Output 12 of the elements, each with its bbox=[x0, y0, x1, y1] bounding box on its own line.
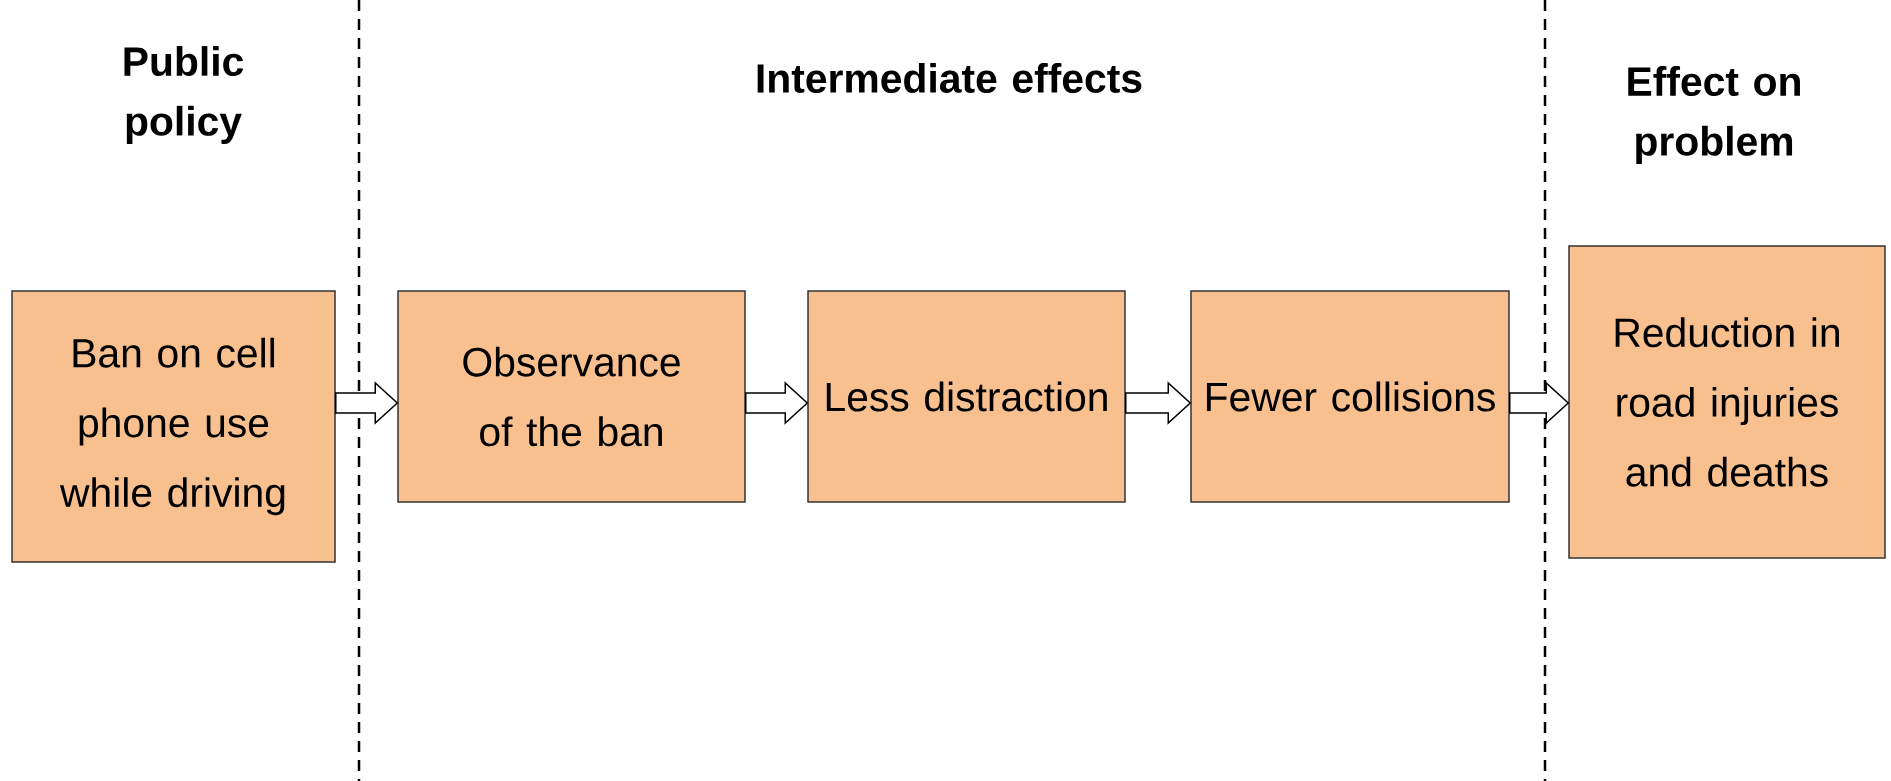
column-heading: Public policy bbox=[124, 46, 244, 144]
column-heading: Effect on problem bbox=[1628, 66, 1800, 164]
process-box: Observance of the ban bbox=[397, 290, 746, 503]
process-box: Reduction in road injuries and deaths bbox=[1568, 245, 1886, 559]
process-box: Fewer collisions bbox=[1190, 290, 1510, 503]
process-box: Less distraction bbox=[807, 290, 1126, 503]
process-box: Ban on cell phone use while driving bbox=[11, 290, 336, 563]
block-arrow bbox=[1125, 381, 1192, 425]
column-heading: Intermediate effects bbox=[757, 63, 1142, 93]
block-arrow bbox=[335, 381, 399, 425]
block-arrow bbox=[745, 381, 809, 425]
block-arrow bbox=[1509, 381, 1570, 425]
